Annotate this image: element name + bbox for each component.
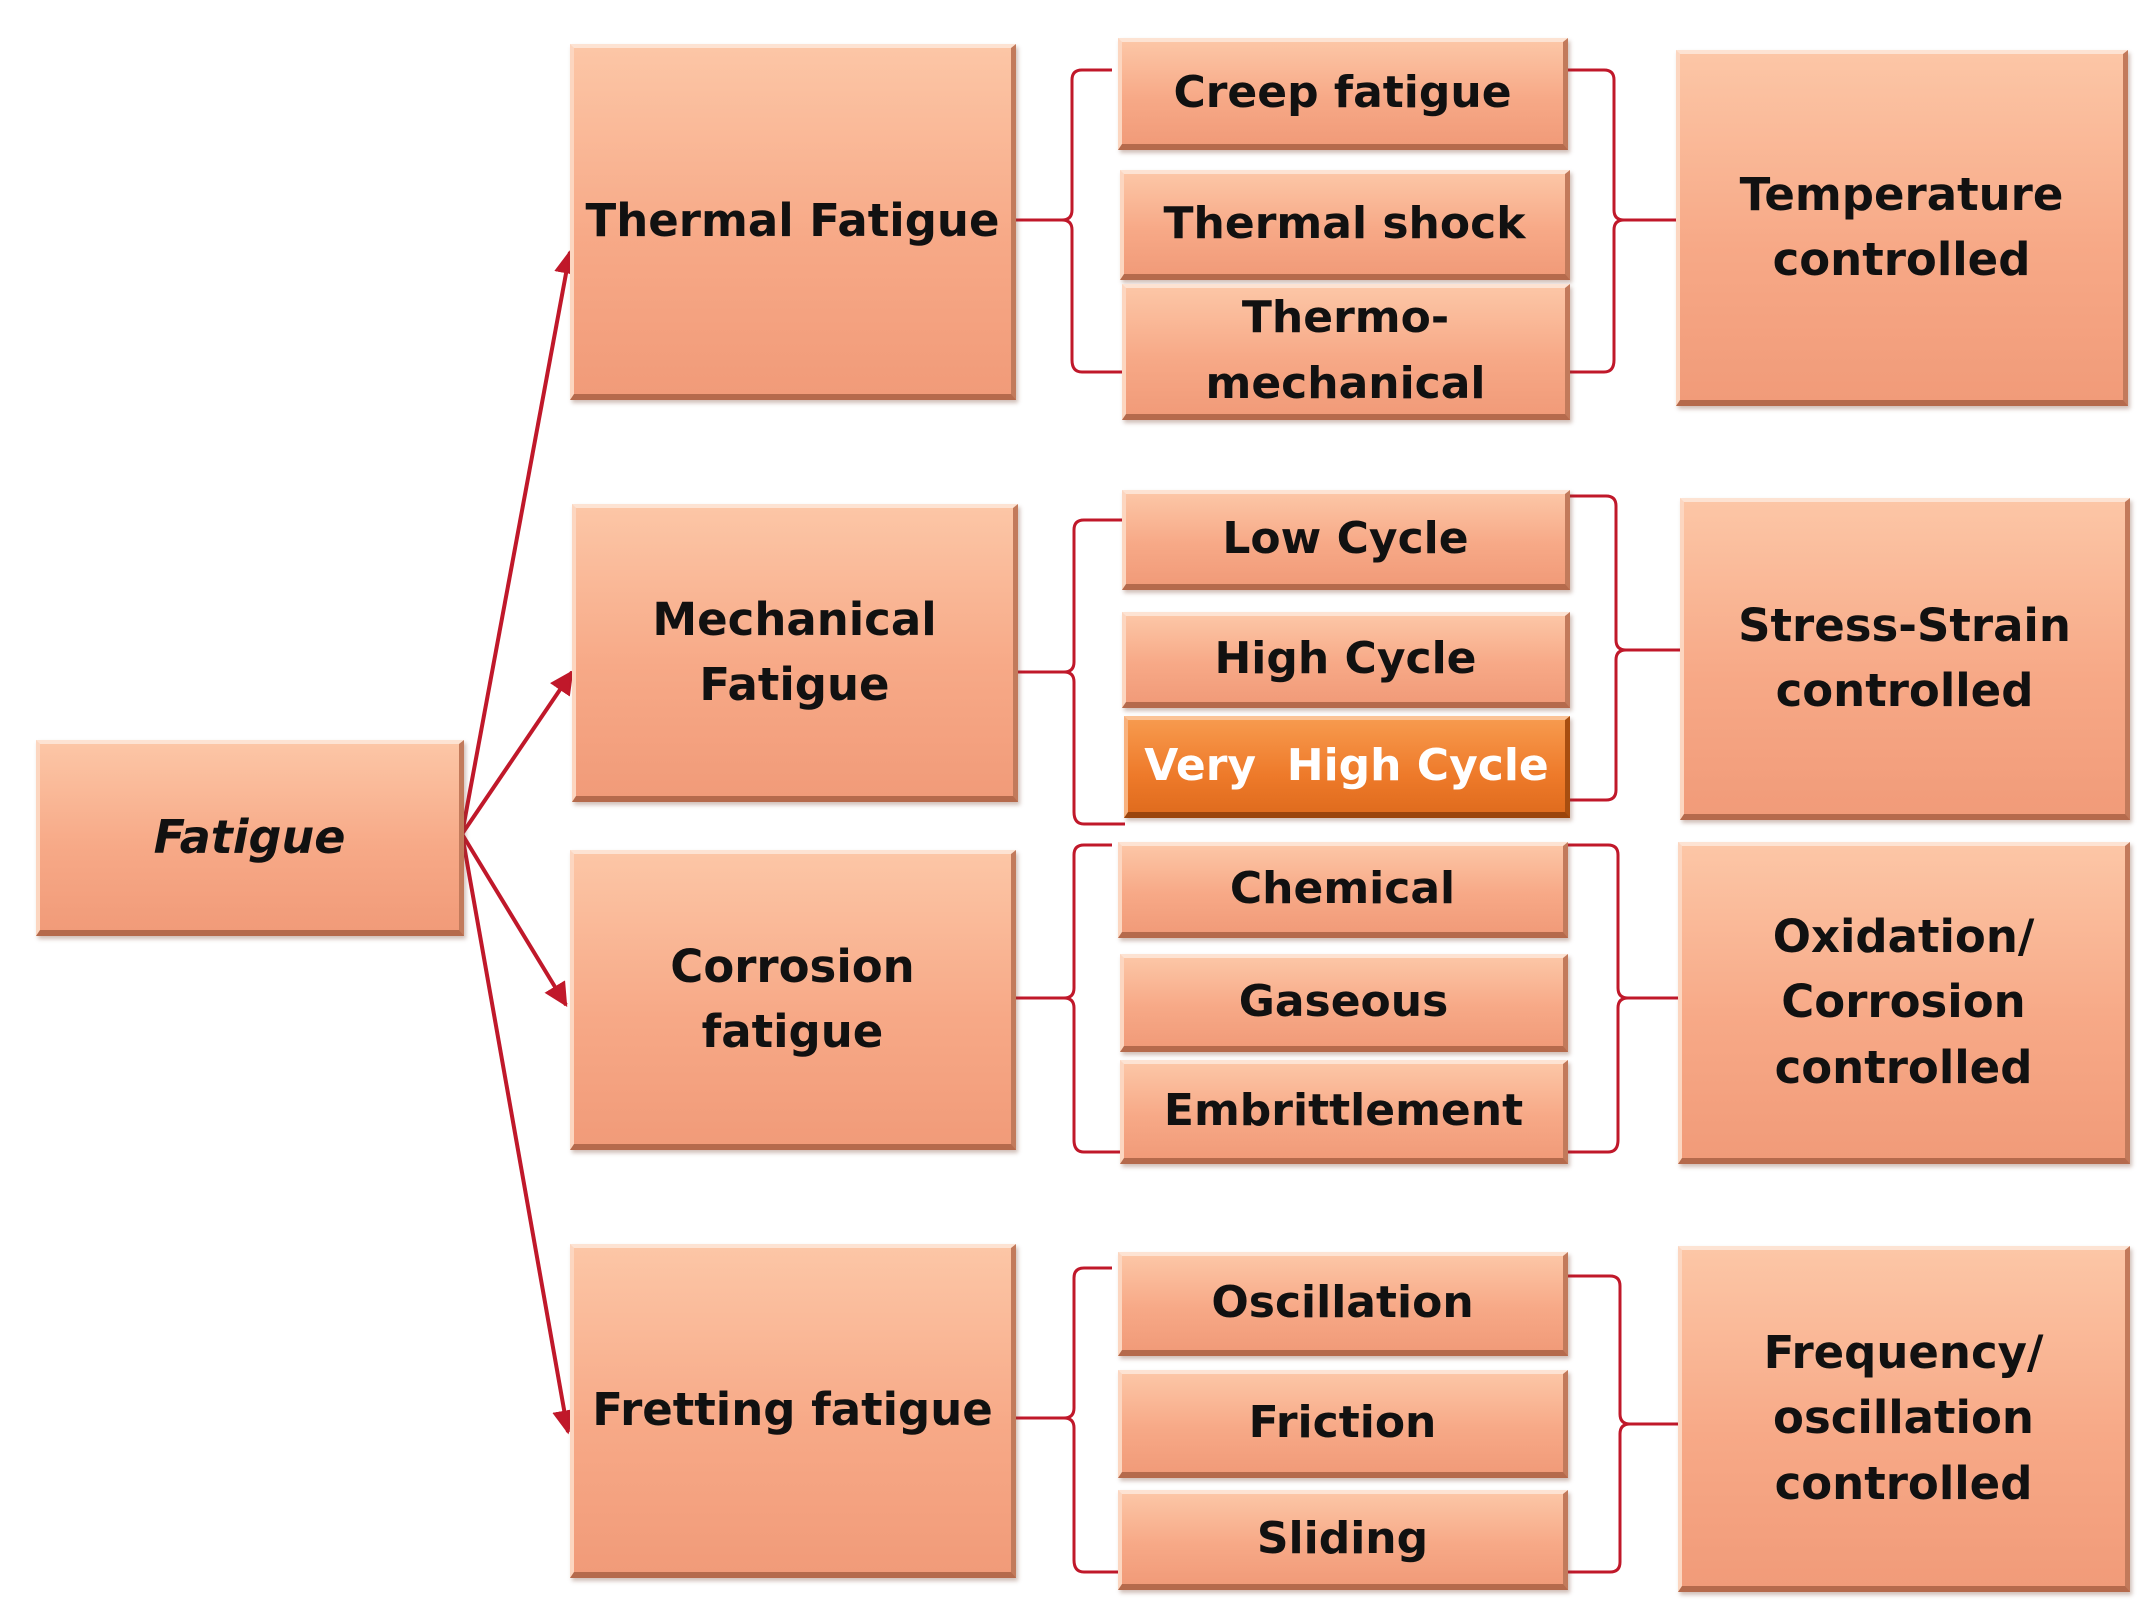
left-brace-fretting	[1012, 1266, 1120, 1574]
root-node-fatigue: Fatigue	[36, 740, 464, 936]
control-oxidation-corrosion: Oxidation/ Corrosion controlled	[1678, 842, 2130, 1164]
subtype-thermo-mechanical: Thermo- mechanical	[1122, 284, 1570, 420]
control-temperature: Temperature controlled	[1676, 50, 2128, 406]
subtype-gaseous: Gaseous	[1120, 954, 1568, 1052]
control-frequency-oscillation: Frequency/ oscillation controlled	[1678, 1246, 2130, 1592]
left-brace-thermal	[1012, 68, 1125, 374]
category-label: Thermal Fatigue	[585, 194, 1000, 248]
subtype-label: Low Cycle	[1222, 513, 1469, 565]
category-fretting-fatigue: Fretting fatigue	[570, 1244, 1016, 1578]
left-brace-corrosion	[1010, 843, 1120, 1154]
right-brace-thermal	[1564, 68, 1678, 374]
arrow-to-corrosion	[460, 832, 568, 1008]
control-label: Oxidation/ Corrosion controlled	[1772, 910, 2035, 1094]
category-mechanical-fatigue: Mechanical Fatigue	[572, 504, 1018, 802]
right-brace-corrosion	[1566, 843, 1682, 1154]
control-label: Frequency/ oscillation controlled	[1763, 1326, 2044, 1510]
subtype-low-cycle: Low Cycle	[1122, 490, 1570, 590]
subtype-label: Sliding	[1256, 1513, 1429, 1565]
left-brace-mechanical	[1012, 518, 1125, 826]
subtype-label: Chemical	[1229, 863, 1456, 915]
right-brace-fretting	[1566, 1274, 1682, 1574]
subtype-label: Friction	[1248, 1397, 1437, 1449]
subtype-label: Very High Cycle	[1144, 740, 1549, 792]
subtype-label: Oscillation	[1211, 1277, 1474, 1329]
subtype-sliding: Sliding	[1118, 1490, 1568, 1590]
arrow-to-fretting	[460, 833, 577, 1435]
category-label: Fretting fatigue	[592, 1383, 993, 1437]
subtype-label: Thermo- mechanical	[1205, 292, 1486, 409]
category-thermal-fatigue: Thermal Fatigue	[570, 44, 1016, 400]
category-label: Mechanical Fatigue	[652, 592, 937, 711]
subtype-label: Creep fatigue	[1173, 67, 1512, 119]
subtype-creep-fatigue: Creep fatigue	[1118, 38, 1568, 150]
control-label: Temperature controlled	[1739, 167, 2064, 286]
root-label: Fatigue	[153, 809, 346, 864]
arrow-to-mechanical	[460, 670, 574, 836]
category-label: Corrosion fatigue	[670, 939, 915, 1058]
right-brace-mechanical	[1566, 494, 1682, 802]
control-stress-strain: Stress-Strain controlled	[1680, 498, 2130, 820]
subtype-very-high-cycle: Very High Cycle	[1124, 716, 1570, 818]
subtype-label: Gaseous	[1238, 976, 1449, 1028]
category-corrosion-fatigue: Corrosion fatigue	[570, 850, 1016, 1150]
subtype-oscillation: Oscillation	[1118, 1252, 1568, 1356]
subtype-embrittlement: Embrittlement	[1120, 1060, 1568, 1164]
subtype-label: Thermal shock	[1163, 198, 1526, 250]
subtype-high-cycle: High Cycle	[1122, 612, 1570, 708]
control-label: Stress-Strain controlled	[1738, 598, 2071, 717]
subtype-label: Embrittlement	[1163, 1085, 1524, 1137]
subtype-label: High Cycle	[1214, 633, 1477, 685]
subtype-chemical: Chemical	[1118, 842, 1568, 938]
subtype-thermal-shock: Thermal shock	[1120, 170, 1570, 280]
arrow-to-thermal	[460, 249, 578, 835]
subtype-friction: Friction	[1118, 1370, 1568, 1478]
